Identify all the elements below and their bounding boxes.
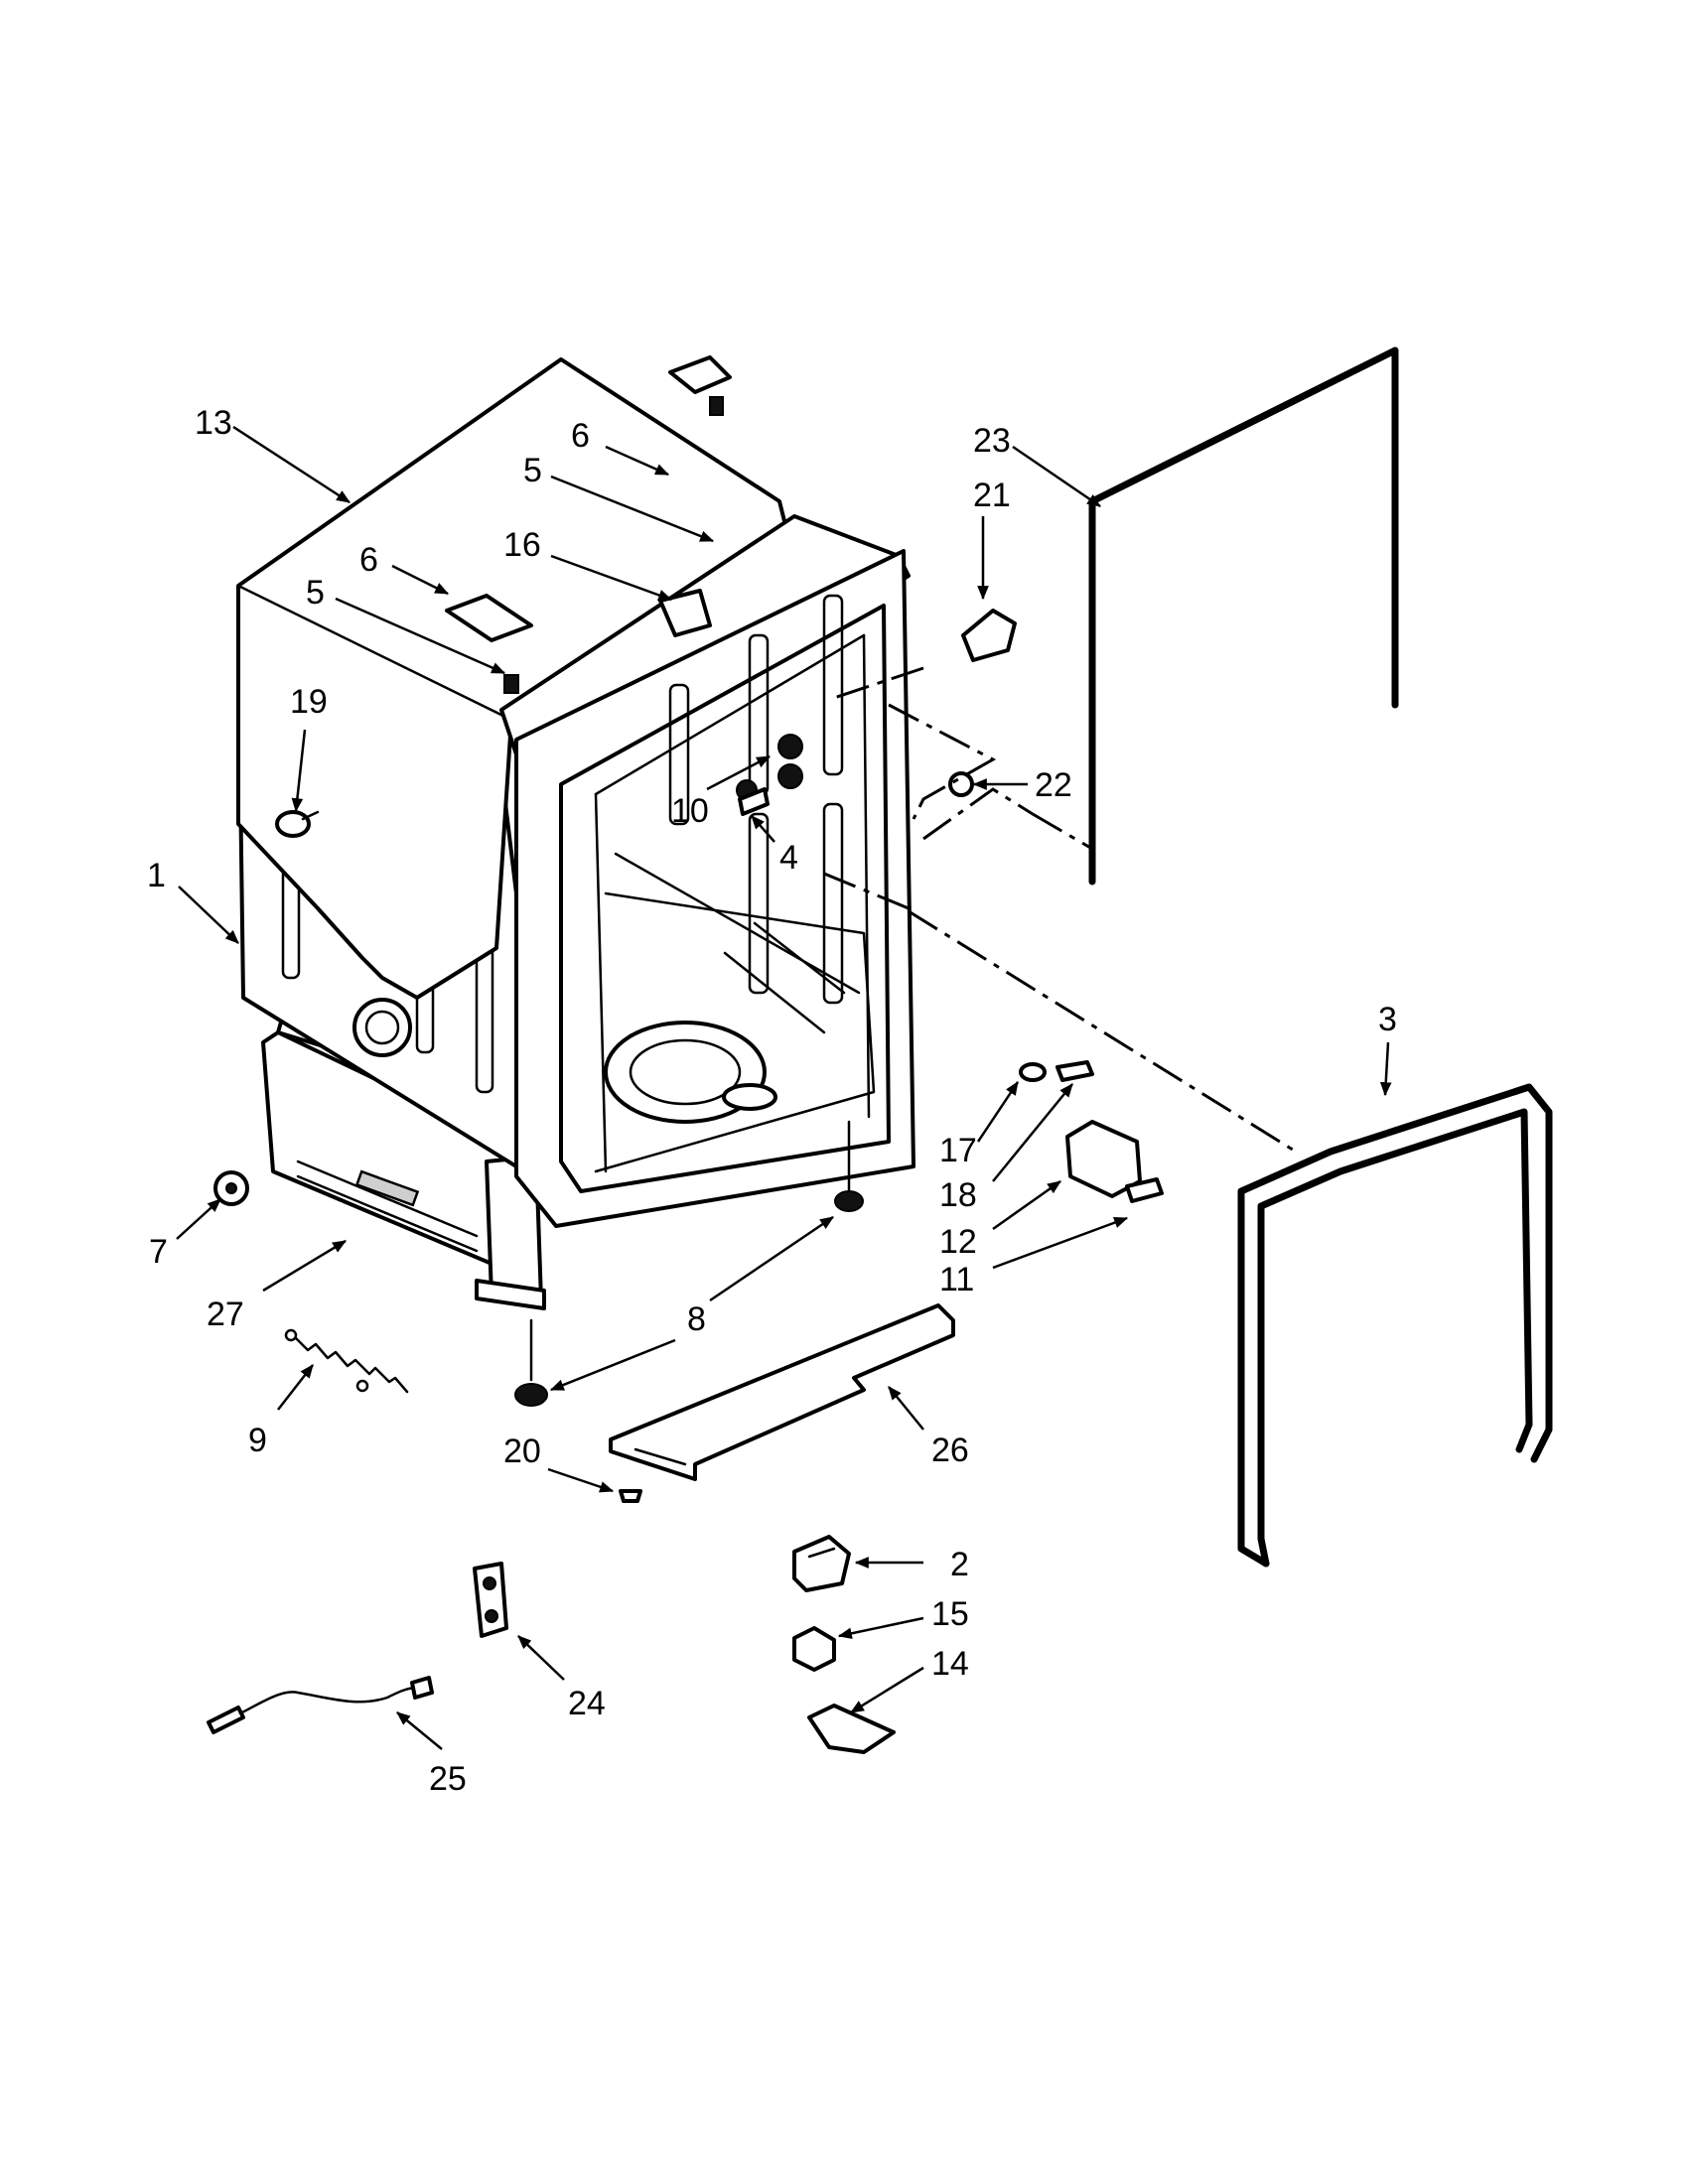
callout-11: 11 — [939, 1261, 974, 1298]
callout-23: 23 — [973, 422, 1011, 460]
callout-20: 20 — [503, 1433, 541, 1470]
callout-18: 18 — [939, 1176, 977, 1214]
guide-lines — [823, 666, 1297, 1154]
callout-14: 14 — [931, 1645, 969, 1683]
callout-26: 26 — [931, 1432, 969, 1469]
callout-17: 17 — [939, 1132, 977, 1169]
callout-6-top: 6 — [571, 417, 590, 455]
callout-21: 21 — [973, 477, 1011, 514]
tub-assembly — [236, 355, 915, 1310]
callout-9: 9 — [248, 1422, 267, 1459]
callout-16: 16 — [503, 526, 541, 564]
callout-27: 27 — [207, 1296, 244, 1333]
callout-13: 13 — [195, 404, 232, 442]
callout-12: 12 — [939, 1223, 977, 1261]
callout-6-left: 6 — [359, 541, 378, 579]
callout-19: 19 — [290, 683, 328, 721]
callout-5-top: 5 — [523, 452, 542, 489]
callout-7: 7 — [149, 1233, 168, 1271]
callout-8: 8 — [687, 1300, 706, 1338]
callout-labels: 13 6 5 16 6 5 19 1 23 21 22 10 4 3 17 18… — [147, 404, 1397, 1798]
leader-lines — [176, 425, 1392, 1750]
loose-parts — [207, 346, 1553, 1754]
callout-10: 10 — [671, 792, 709, 830]
callout-15: 15 — [931, 1595, 969, 1633]
callout-5-left: 5 — [306, 574, 325, 612]
callout-24: 24 — [568, 1685, 606, 1722]
callout-22: 22 — [1035, 766, 1072, 804]
callout-25: 25 — [429, 1760, 467, 1798]
callout-4: 4 — [779, 839, 798, 877]
callout-3: 3 — [1378, 1001, 1397, 1038]
callout-2: 2 — [950, 1546, 969, 1583]
callout-1: 1 — [147, 857, 166, 894]
